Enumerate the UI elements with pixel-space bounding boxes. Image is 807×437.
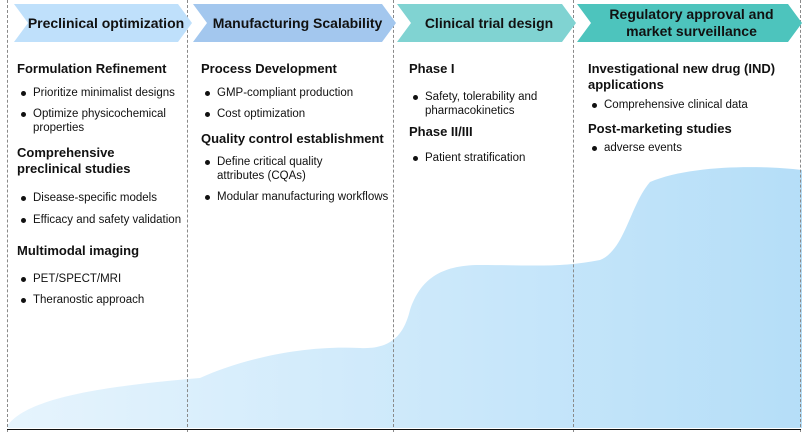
list-item: Optimize physicochemical properties	[17, 107, 173, 135]
list-item: Define critical quality attributes (CQAs…	[201, 155, 345, 183]
stage-chevron-0	[14, 4, 192, 42]
column-divider	[573, 0, 574, 432]
section-heading: Investigational new drug (IND) applicati…	[588, 61, 776, 92]
section-heading: Post-marketing studies	[588, 121, 732, 136]
list-item: Theranostic approach	[17, 293, 187, 307]
column-divider	[187, 0, 188, 432]
stage-title: Regulatory approval and market surveilla…	[609, 6, 774, 39]
baseline	[7, 429, 801, 430]
list-item: adverse events	[588, 141, 793, 155]
section-heading: Multimodal imaging	[17, 243, 140, 258]
list-item: Comprehensive clinical data	[588, 98, 793, 112]
stage-chevrons	[14, 4, 802, 42]
section-heading: Formulation Refinement	[17, 61, 167, 76]
list-item: Efficacy and safety validation	[17, 213, 187, 227]
list-item: Modular manufacturing workflows	[201, 190, 393, 204]
section-heading: Quality control establishment	[201, 131, 384, 146]
stage-chevron-3	[577, 4, 802, 42]
section-heading: Process Development	[201, 61, 337, 76]
list-item: Prioritize minimalist designs	[17, 86, 187, 100]
stage-title: Manufacturing Scalability	[212, 14, 383, 31]
stage-column: Investigational new drug (IND) applicati…	[588, 58, 793, 155]
column-divider	[800, 0, 801, 432]
list-item: PET/SPECT/MRI	[17, 272, 187, 286]
section-heading: Comprehensive preclinical studies	[17, 145, 131, 176]
list-item: Cost optimization	[201, 107, 393, 121]
list-item: Disease-specific models	[17, 191, 187, 205]
stage-chevron-2	[397, 4, 576, 42]
stage-column: Formulation Refinement Prioritize minima…	[17, 58, 187, 307]
list-item: GMP-compliant production	[201, 86, 393, 100]
stage-title: Clinical trial design	[424, 14, 554, 31]
stage-column: Process Development GMP-compliant produc…	[201, 58, 393, 204]
column-divider	[393, 0, 394, 432]
section-heading: Phase I	[409, 61, 455, 76]
section-heading: Phase II/III	[409, 124, 473, 139]
stage-chevron-1	[193, 4, 396, 42]
stage-title: Preclinical optimization	[27, 14, 185, 31]
stage-column: Phase I Safety, tolerability and pharmac…	[409, 58, 573, 165]
list-item: Patient stratification	[409, 151, 573, 165]
list-item: Safety, tolerability and pharmacokinetic…	[409, 90, 563, 118]
column-divider	[7, 0, 8, 432]
